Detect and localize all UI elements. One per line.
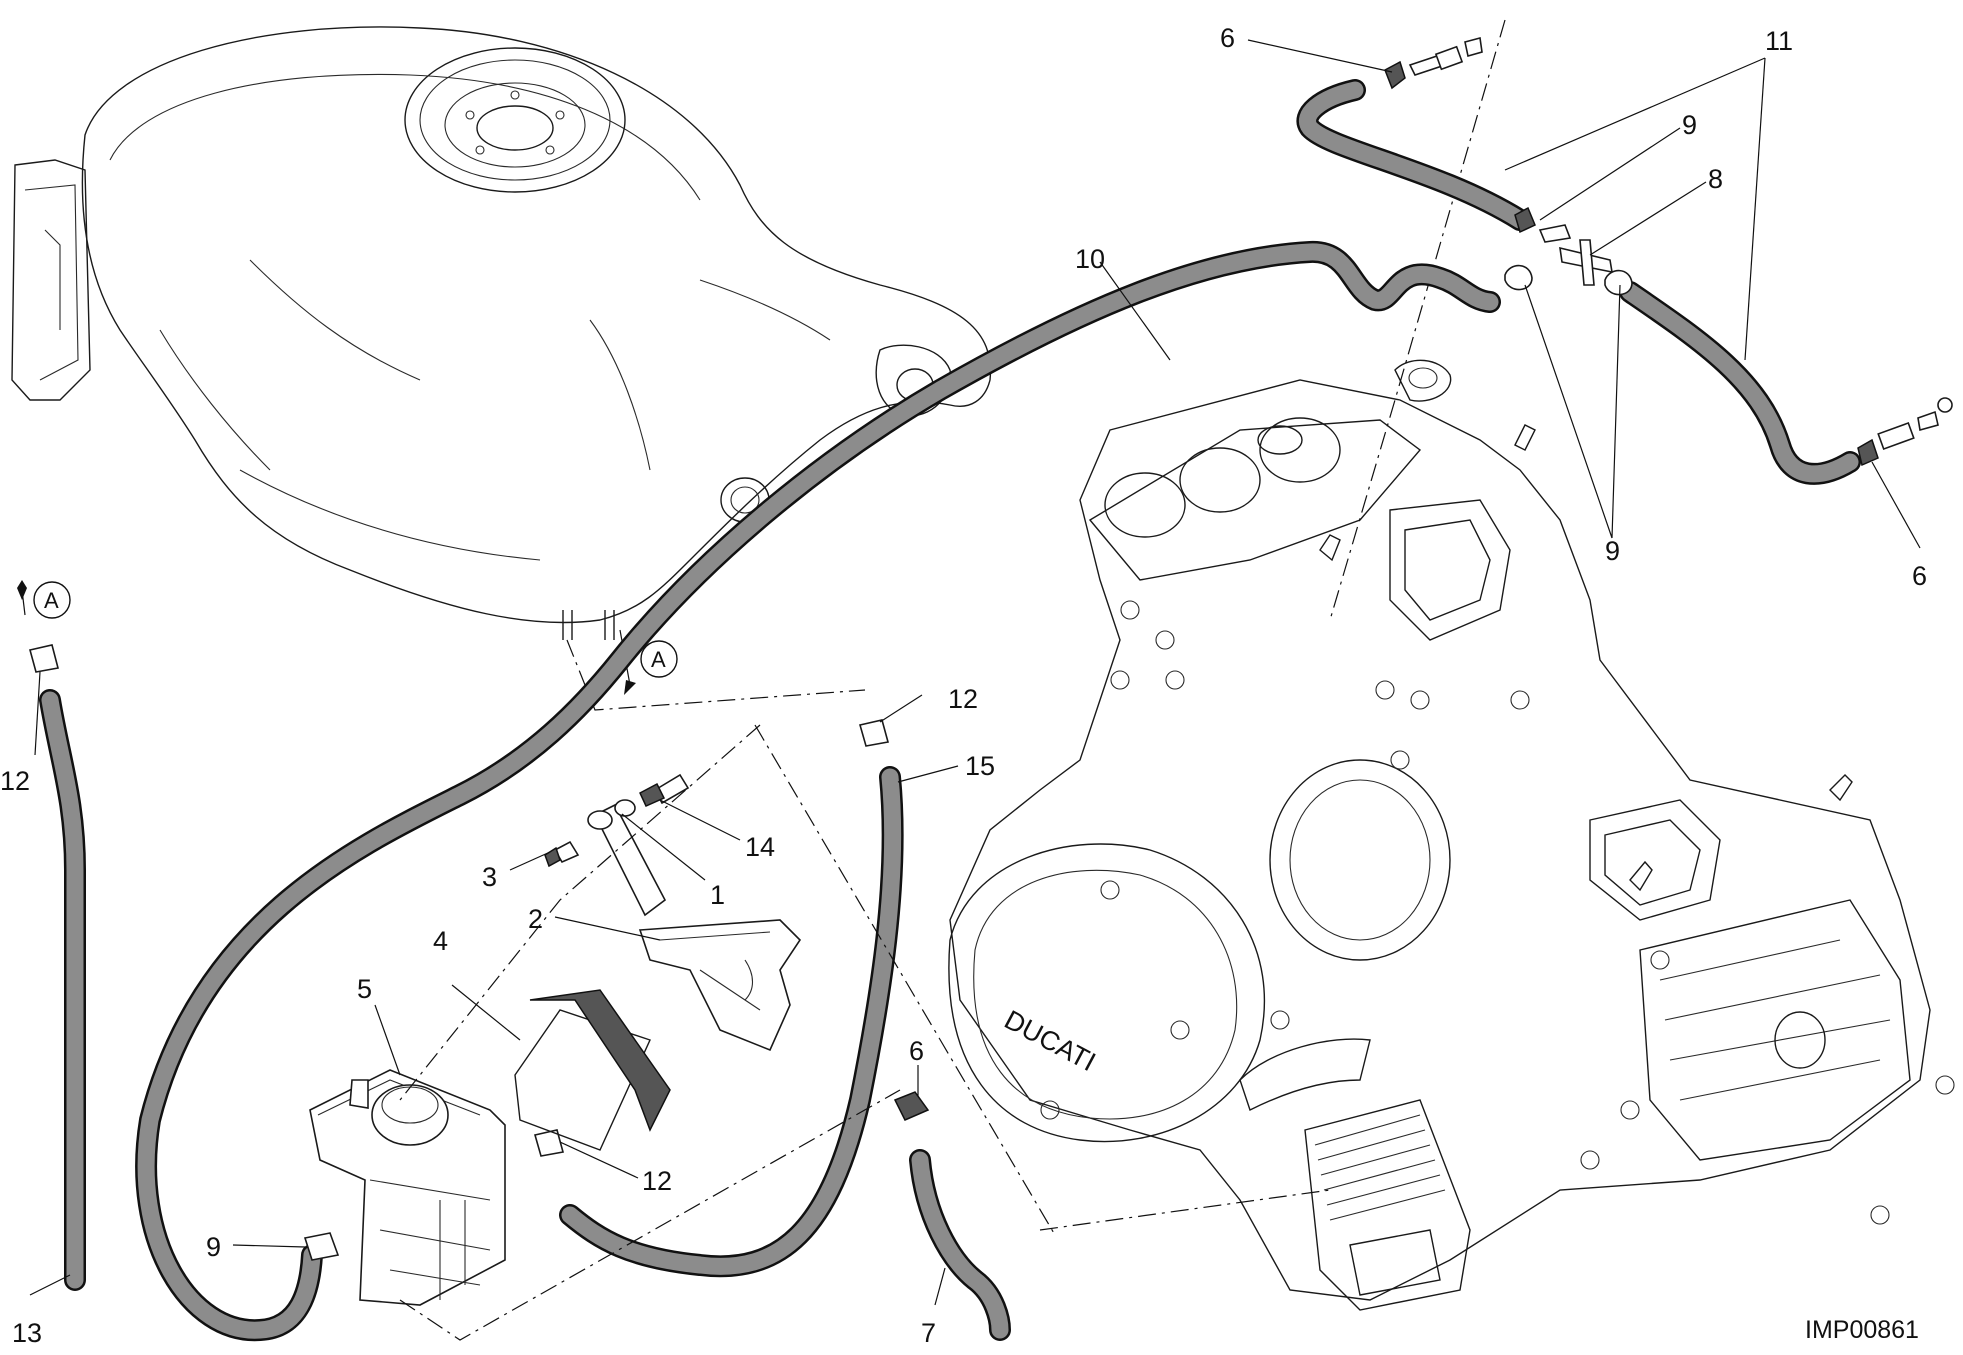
callout-12-mid: 12: [948, 684, 978, 714]
svg-text:A: A: [651, 647, 666, 672]
callout-5: 5: [357, 974, 372, 1004]
fitting-9-bottom: [303, 1232, 340, 1261]
callout-13: 13: [12, 1318, 42, 1348]
arrow-head-icon: [624, 680, 636, 695]
callout-1: 1: [710, 880, 725, 910]
clamp-6-top: [1384, 36, 1483, 90]
callout-3: 3: [482, 862, 497, 892]
section-marker-a-left: A: [33, 581, 71, 619]
t-fitting-8: [1559, 239, 1613, 286]
callout-6-top: 6: [1220, 23, 1235, 53]
screw-14: [639, 773, 690, 807]
hose-10: [135, 241, 1501, 1342]
callout-2: 2: [528, 904, 543, 934]
fitting-12-mid: [858, 719, 890, 747]
bracket-1: [587, 799, 667, 917]
reservoir-5: [309, 1069, 506, 1306]
callout-12-bottom: 12: [642, 1166, 672, 1196]
callout-6-bottom: 6: [909, 1036, 924, 1066]
callout-6-right: 6: [1912, 561, 1927, 591]
clamp-9-left: [1504, 264, 1533, 291]
callout-9-mid: 9: [1605, 536, 1620, 566]
engine-reference-line: [1329, 19, 1506, 621]
clamp-6-bottom: [893, 1091, 930, 1121]
fuel-tank: [11, 26, 992, 640]
callout-11: 11: [1765, 26, 1793, 56]
callout-4: 4: [433, 926, 448, 956]
callout-15: 15: [965, 751, 995, 781]
callout-labels: 6 11 9 8 10 9 6 12 12 15 14 3 1 2 4 5 6 …: [0, 23, 1927, 1348]
fitting-12-left: [29, 644, 59, 673]
callout-10: 10: [1075, 244, 1105, 274]
callout-8: 8: [1708, 164, 1723, 194]
hose-15: [559, 766, 904, 1278]
bracket-2: [638, 919, 802, 1052]
leader-lines: [21, 39, 1921, 1306]
hose-11-upper: [1296, 79, 1531, 231]
callout-14: 14: [745, 832, 775, 862]
svg-text:A: A: [44, 588, 59, 613]
clamp-6-right: [1857, 397, 1953, 467]
callout-9-bottom: 9: [206, 1232, 221, 1262]
engine-lower-reference-line: [1039, 1189, 1331, 1231]
arrow-head-icon: [17, 580, 27, 600]
bracket-reference-line: [754, 724, 1056, 1236]
clamp-9-right: [1604, 269, 1633, 296]
screw-3: [544, 840, 580, 868]
section-marker-a-tank: A: [640, 640, 678, 678]
callout-7: 7: [921, 1318, 936, 1348]
drawing-code: IMP00861: [1805, 1316, 1919, 1344]
clamp-9-upper: [1514, 206, 1572, 243]
hose-11-lower: [1619, 281, 1861, 485]
brand-marking: DUCATI: [1000, 1004, 1101, 1077]
engine-block: DUCATI: [948, 359, 1955, 1311]
hose-13: [39, 689, 86, 1291]
callout-12-left: 12: [0, 766, 30, 796]
strap-4: [514, 989, 671, 1151]
hose-7: [909, 1149, 1011, 1341]
tank-reference-line: [566, 639, 866, 711]
reservoir-reference-line: [399, 724, 901, 1341]
callout-9-top: 9: [1682, 110, 1697, 140]
